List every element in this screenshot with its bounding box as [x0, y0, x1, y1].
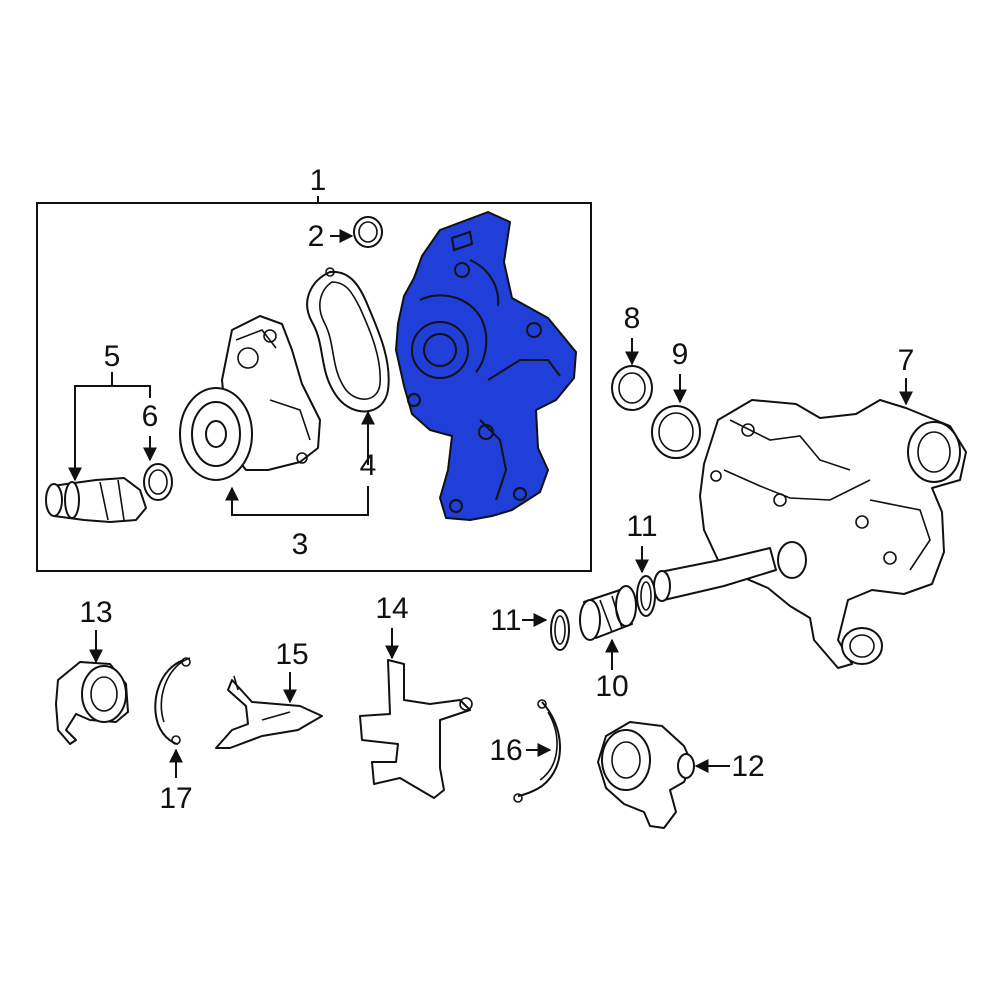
callout-9: 9	[672, 338, 689, 371]
callout-10: 10	[595, 670, 628, 703]
callout-6: 6	[142, 400, 159, 433]
callout-14: 14	[375, 592, 408, 625]
callout-11-right: 11	[626, 510, 657, 543]
pipe-fitting-part-5[interactable]	[45, 477, 147, 523]
callout-16: 16	[489, 734, 522, 767]
water-pump-housing-highlighted[interactable]	[395, 211, 577, 521]
o-ring-part-11-left[interactable]	[550, 609, 570, 651]
auxiliary-pump-part-13[interactable]	[55, 661, 129, 745]
coolant-hose-part-10[interactable]	[579, 547, 777, 641]
bracket-part-15[interactable]	[215, 675, 323, 749]
seal-ring-part-9[interactable]	[651, 405, 701, 459]
water-pump-part-3[interactable]	[179, 315, 321, 481]
clamp-part-16[interactable]	[513, 699, 561, 803]
assembly-box	[36, 202, 592, 572]
clamp-part-17[interactable]	[154, 657, 191, 745]
callout-13: 13	[79, 596, 112, 629]
callout-4: 4	[360, 449, 377, 482]
callout-11-left: 11	[490, 604, 521, 637]
callout-3: 3	[292, 528, 309, 561]
callout-5: 5	[104, 340, 121, 373]
o-ring-part-11-right[interactable]	[636, 575, 656, 617]
callout-17: 17	[159, 782, 192, 815]
callout-7: 7	[898, 344, 915, 377]
seal-ring-part-8[interactable]	[611, 365, 653, 411]
callout-8: 8	[624, 302, 641, 335]
callout-2: 2	[308, 220, 325, 253]
electric-water-pump-part-12[interactable]	[597, 721, 695, 829]
callout-12: 12	[731, 750, 764, 783]
gasket-part-4[interactable]	[306, 267, 390, 413]
callout-1: 1	[310, 164, 327, 197]
bracket-part-14[interactable]	[359, 659, 473, 799]
o-ring-part-6[interactable]	[143, 463, 173, 501]
thermostat-housing-part-7[interactable]	[699, 399, 967, 669]
o-ring-part-2[interactable]	[353, 216, 383, 248]
callout-15: 15	[275, 638, 308, 671]
